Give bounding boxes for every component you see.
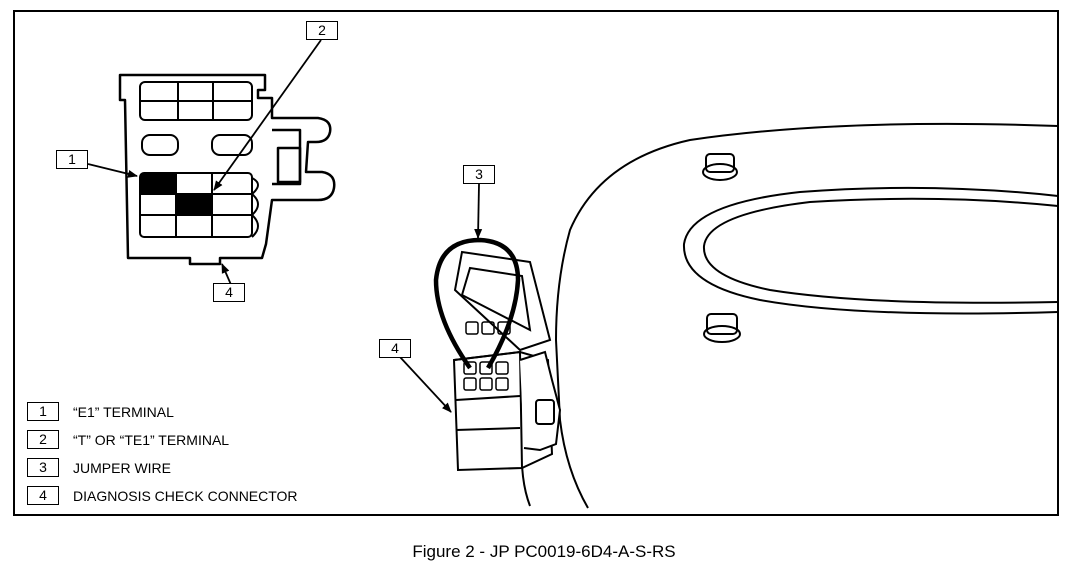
mount-stud-upper [702,153,738,181]
engine-compartment [520,122,1059,509]
connector-terminal-face [463,321,511,391]
connector-face-detail [118,73,336,266]
e1-terminal [141,174,176,194]
leader-lines [87,39,483,413]
legend-number: 3 [27,458,59,477]
leader-1 [87,163,138,178]
connector-lid [453,250,552,352]
strut-mount-ring-inner [702,197,1059,304]
legend-label: “E1” TERMINAL [73,404,174,420]
legend-label: “T” OR “TE1” TERMINAL [73,432,230,448]
jumper-wire [433,237,521,370]
latch-slot [276,146,302,184]
figure-frame [13,10,1059,516]
upper-cavity-grid [139,81,253,121]
legend-label: JUMPER WIRE [73,460,171,476]
callout-3: 3 [463,165,495,184]
callout-1: 1 [56,150,88,169]
t-terminal [176,194,212,215]
mount-stud-lower [703,313,741,343]
callout-4-left: 4 [213,283,245,302]
callout-2: 2 [306,21,338,40]
figure-caption: Figure 2 - JP PC0019-6D4-A-S-RS [412,542,676,561]
legend-label: DIAGNOSIS CHECK CONNECTOR [73,488,298,504]
connector-housing-outline [118,73,336,266]
legend-number: 2 [27,430,59,449]
legend-number: 4 [27,486,59,505]
legend-number: 1 [27,402,59,421]
diagnosis-check-connector [452,250,562,472]
connector-latch [272,128,302,186]
middle-slots [141,134,253,156]
strut-tower-outline [554,122,1059,509]
leader-4-right [399,356,452,413]
leader-3 [474,183,483,239]
leader-2 [213,39,322,191]
callout-4-right: 4 [379,339,411,358]
strut-mount-ring [682,186,1059,315]
